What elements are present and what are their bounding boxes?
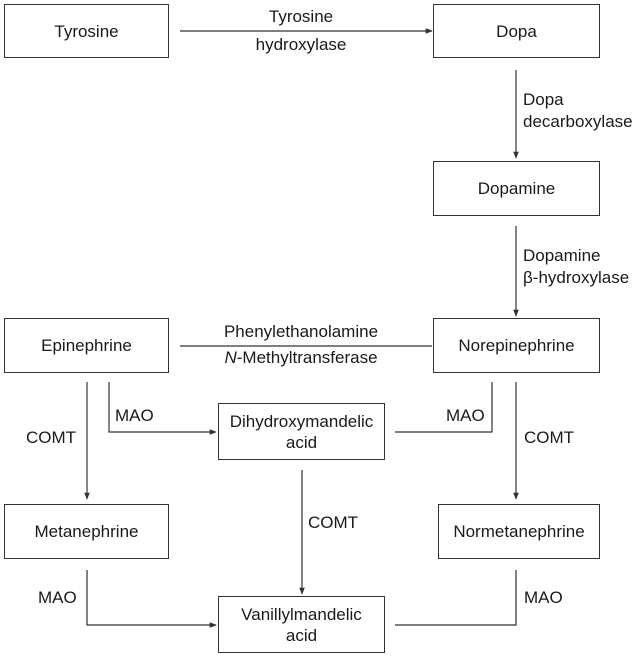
label-mao-norepinephrine: MAO (446, 406, 485, 425)
label-mao-epinephrine: MAO (115, 406, 154, 425)
label-comt-dihydroxymandelic: COMT (308, 513, 359, 532)
line-normetanephrine-to-vanillylmandelic (395, 570, 517, 626)
arrow-epinephrine-to-dihydroxymandelic (108, 382, 217, 435)
node-metanephrine: Metanephrine (4, 504, 169, 559)
node-dopamine: Dopamine (433, 161, 600, 216)
node-dopa: Dopa (433, 4, 600, 58)
label-mao-normetanephrine: MAO (524, 588, 563, 607)
node-tyrosine: Tyrosine (4, 4, 169, 58)
label-pnmt: Phenylethanolamine N-Methyltransferase (223, 322, 379, 367)
node-dihydroxymandelic-acid: Dihydroxymandelic acid (218, 403, 385, 460)
label-dopa-decarboxylase: Dopa decarboxylase (523, 90, 633, 131)
label-mao-metanephrine: MAO (38, 588, 77, 607)
node-epinephrine: Epinephrine (4, 318, 169, 373)
node-norepinephrine: Norepinephrine (433, 318, 600, 373)
line-norepinephrine-to-dihydroxymandelic (395, 382, 493, 433)
node-vanillylmandelic-acid: Vanillylmandelic acid (218, 596, 385, 653)
node-normetanephrine: Normetanephrine (438, 504, 600, 559)
label-comt-norepinephrine: COMT (524, 428, 575, 447)
label-tyrosine-hydroxylase: Tyrosine hydroxylase (255, 7, 347, 54)
label-dopamine-beta-hydroxylase: Dopamine β-hydroxylase (523, 246, 630, 287)
arrow-metanephrine-to-vanillylmandelic (86, 570, 217, 628)
label-comt-epinephrine: COMT (26, 428, 77, 447)
